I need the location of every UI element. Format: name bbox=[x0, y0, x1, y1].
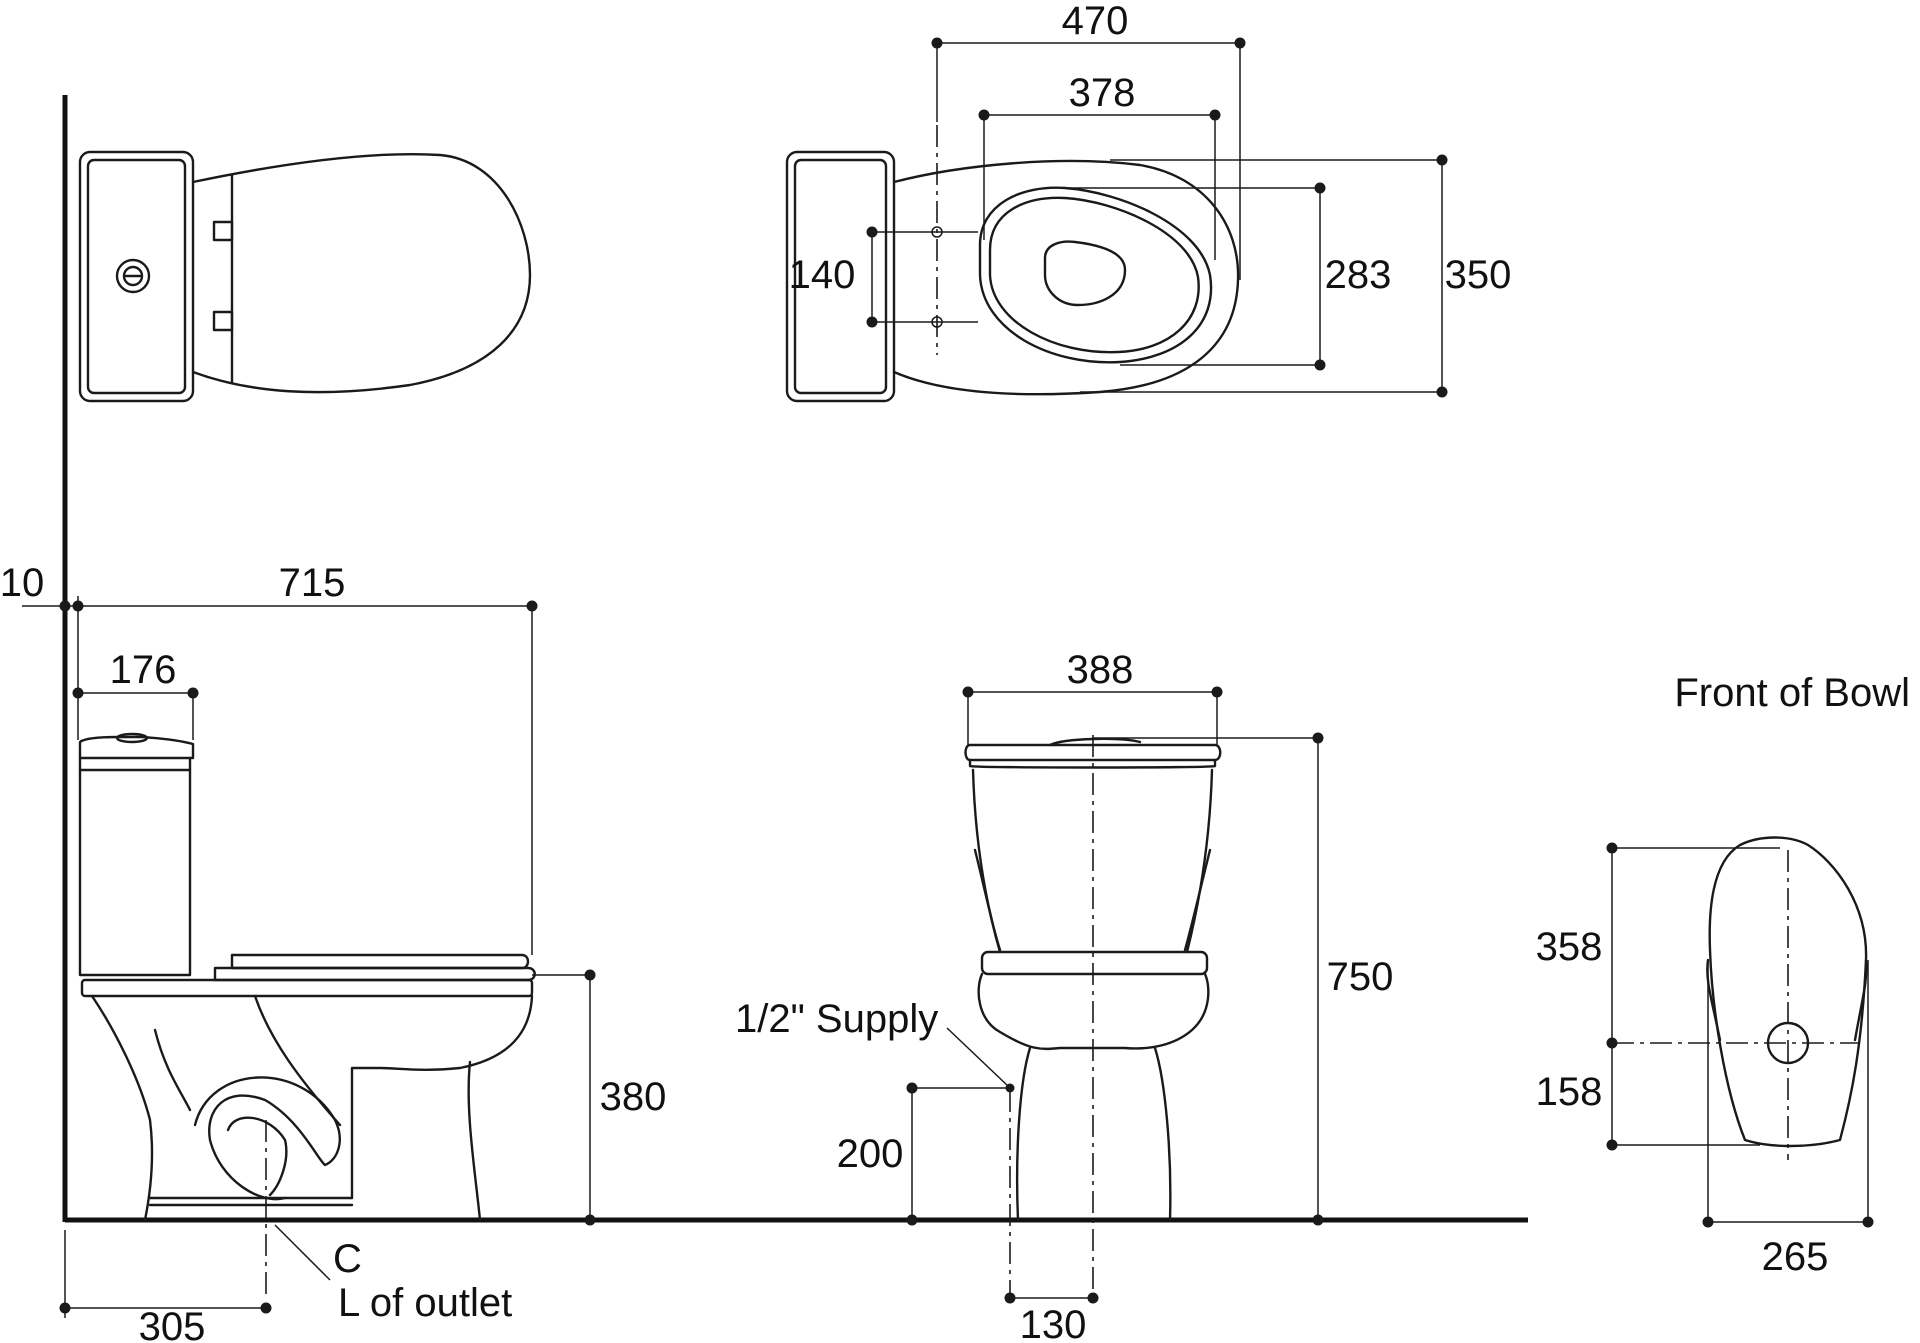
side-view bbox=[78, 732, 536, 1300]
front-view-dimensions bbox=[906, 686, 1324, 1304]
dim-label-140: 140 bbox=[789, 253, 856, 297]
outlet-label-c: C bbox=[333, 1237, 362, 1281]
dim-label-130: 130 bbox=[1020, 1303, 1087, 1343]
top-view-closed-lid bbox=[78, 150, 532, 403]
dim-label-378: 378 bbox=[1069, 71, 1136, 115]
supply-label: 1/2" Supply bbox=[735, 997, 938, 1041]
dim-label-265: 265 bbox=[1762, 1235, 1829, 1279]
top-view-open-bowl bbox=[785, 125, 1240, 403]
front-view bbox=[964, 735, 1222, 1300]
dim-label-200: 200 bbox=[837, 1132, 904, 1176]
front-of-bowl-dimensions bbox=[1606, 842, 1874, 1228]
dim-label-470: 470 bbox=[1062, 0, 1129, 43]
dim-label-158: 158 bbox=[1536, 1070, 1603, 1114]
side-view-dimensions bbox=[22, 596, 596, 1318]
wall-and-floor bbox=[62, 95, 1528, 1223]
dim-label-380: 380 bbox=[600, 1075, 667, 1119]
dim-label-715: 715 bbox=[279, 561, 346, 605]
front-of-bowl-title: Front of Bowl bbox=[1674, 671, 1910, 715]
dim-label-10: 10 bbox=[0, 561, 44, 605]
dim-label-750: 750 bbox=[1327, 955, 1394, 999]
dim-label-305: 305 bbox=[139, 1305, 206, 1343]
outlet-label-l: L of outlet bbox=[338, 1281, 512, 1325]
dim-label-350: 350 bbox=[1445, 253, 1512, 297]
front-of-bowl-view bbox=[1612, 836, 1868, 1160]
dim-label-388: 388 bbox=[1067, 648, 1134, 692]
top-view-dimensions bbox=[866, 37, 1448, 398]
dim-label-283: 283 bbox=[1325, 253, 1392, 297]
dim-label-176: 176 bbox=[110, 648, 177, 692]
dim-label-358: 358 bbox=[1536, 925, 1603, 969]
